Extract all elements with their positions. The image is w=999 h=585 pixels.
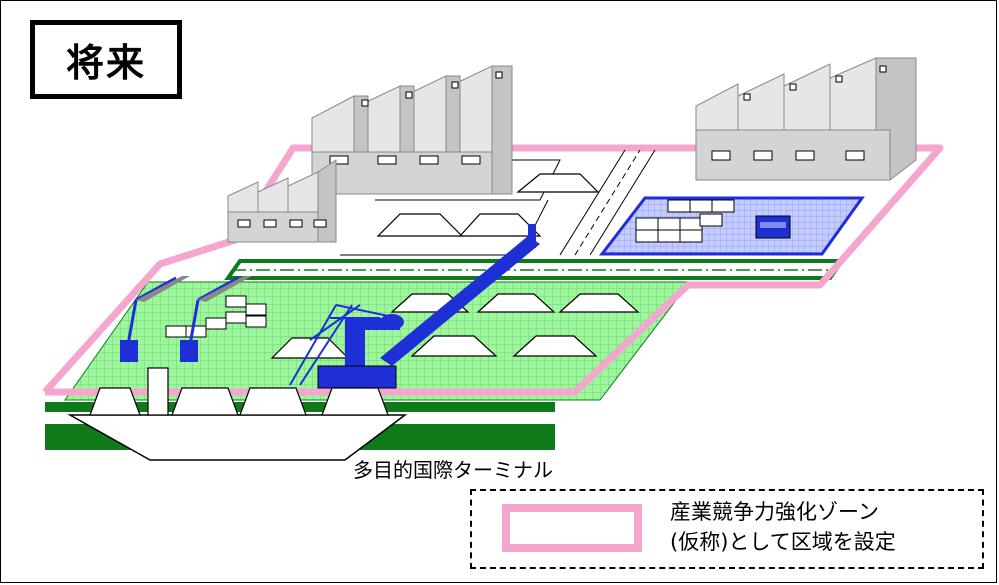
zone-legend-swatch xyxy=(502,504,642,552)
page-title: 将来 xyxy=(65,41,146,85)
legend-box: 産業競争力強化ゾーン (仮称)として区域を設定 xyxy=(470,489,984,569)
ship-holds xyxy=(89,387,389,416)
crane-1-cab xyxy=(120,340,138,362)
title-box: 将来 xyxy=(30,20,182,99)
legend-line-2: (仮称)として区域を設定 xyxy=(670,530,896,554)
transfer-crane-1 xyxy=(126,276,177,346)
crane-2-cab xyxy=(180,340,198,362)
factory-right xyxy=(695,57,917,182)
conveyor-belt xyxy=(380,236,540,366)
legend-line-1: 産業競争力強化ゾーン xyxy=(670,500,879,524)
conveyor-tip xyxy=(528,224,536,248)
harbor-crane-base xyxy=(317,365,397,389)
legend-text: 産業競争力強化ゾーン (仮称)として区域を設定 xyxy=(670,497,896,557)
ship-bridge xyxy=(147,367,169,416)
container-stack-yard xyxy=(165,295,267,338)
road-line-a xyxy=(559,149,626,256)
transfer-crane-2 xyxy=(188,276,239,346)
stockpile-mounds-upper xyxy=(376,173,600,237)
road-line-c xyxy=(589,149,656,256)
factory-large-left xyxy=(311,65,513,195)
harbor-crane-arm xyxy=(355,318,400,330)
crane-1-boom xyxy=(136,276,190,302)
container-blue-block-top xyxy=(760,222,786,228)
harbor-crane-tower xyxy=(345,318,365,370)
factory-small-left xyxy=(227,159,337,243)
stockpile-mounds-yard xyxy=(270,293,640,359)
container-stack-zone xyxy=(635,199,735,243)
factory-right-windows xyxy=(711,65,887,161)
road-line-b xyxy=(574,149,641,256)
crane-2-boom xyxy=(198,276,252,302)
terminal-caption: 多目的国際ターミナル xyxy=(353,458,553,482)
factory-large-left-windows xyxy=(329,71,503,165)
factory-small-left-windows xyxy=(237,219,327,228)
